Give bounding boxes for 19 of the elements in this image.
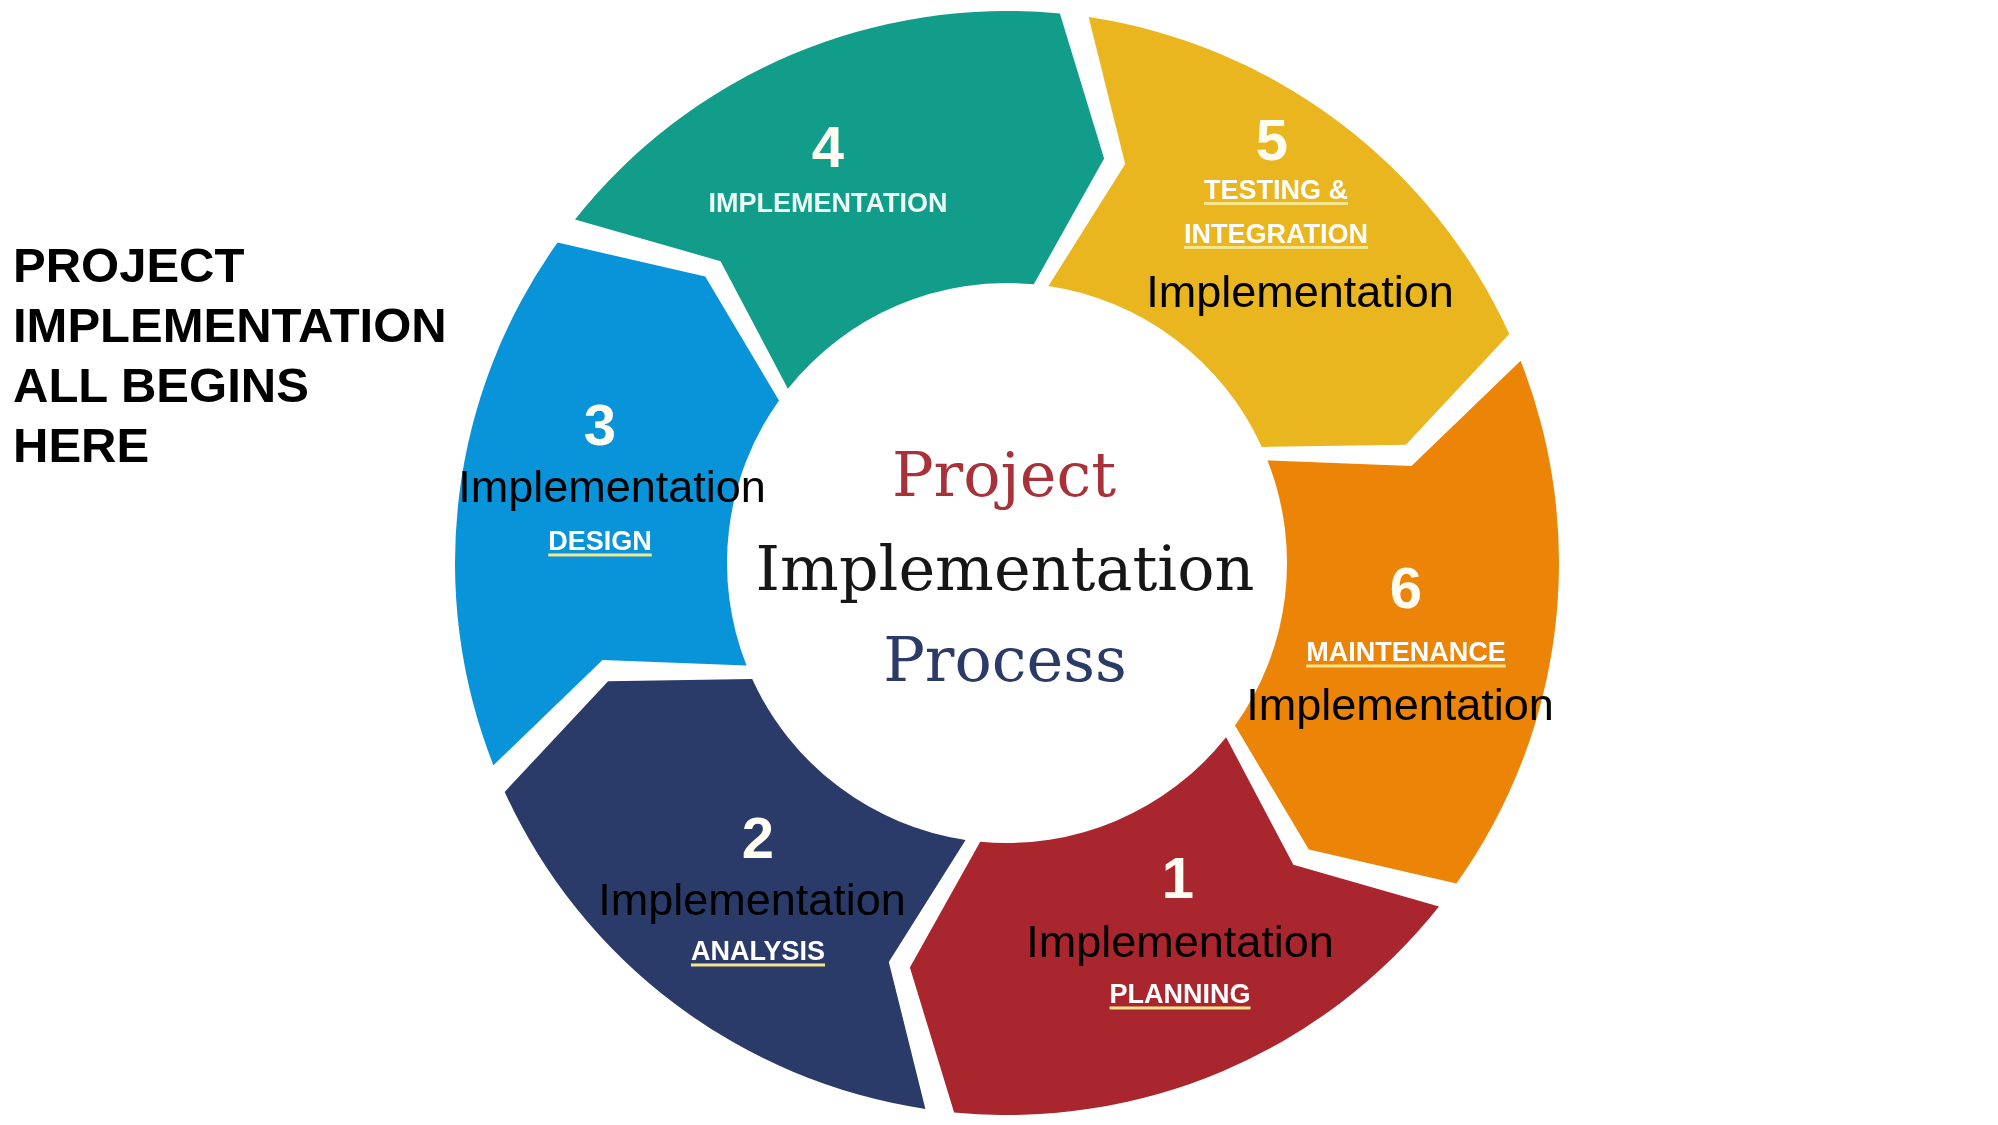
step-label: IMPLEMENTATION [708, 188, 948, 220]
step-label: ANALYSIS [691, 936, 825, 968]
heading-text: Process [883, 624, 1127, 696]
page-title: PROJECT IMPLEMENTATION ALL BEGINS HERE [13, 237, 448, 474]
step-number: 1 [1161, 844, 1195, 912]
step-label: PLANNING [1109, 979, 1251, 1011]
step-number: 3 [583, 391, 617, 459]
step-label: DESIGN [548, 526, 652, 558]
step-label: TESTING & INTEGRATION [1183, 174, 1369, 251]
overlay-label: Implementation [598, 874, 906, 926]
step-number: 4 [811, 113, 845, 181]
step-label: MAINTENANCE [1306, 637, 1506, 669]
step-number: 5 [1255, 106, 1289, 174]
heading-text: Implementation [755, 533, 1255, 605]
step-number: 2 [741, 804, 775, 872]
step-number: 6 [1389, 554, 1423, 622]
heading-text: Project [891, 439, 1117, 511]
overlay-label: Implementation [1026, 916, 1334, 968]
overlay-label: Implementation [1146, 266, 1454, 318]
